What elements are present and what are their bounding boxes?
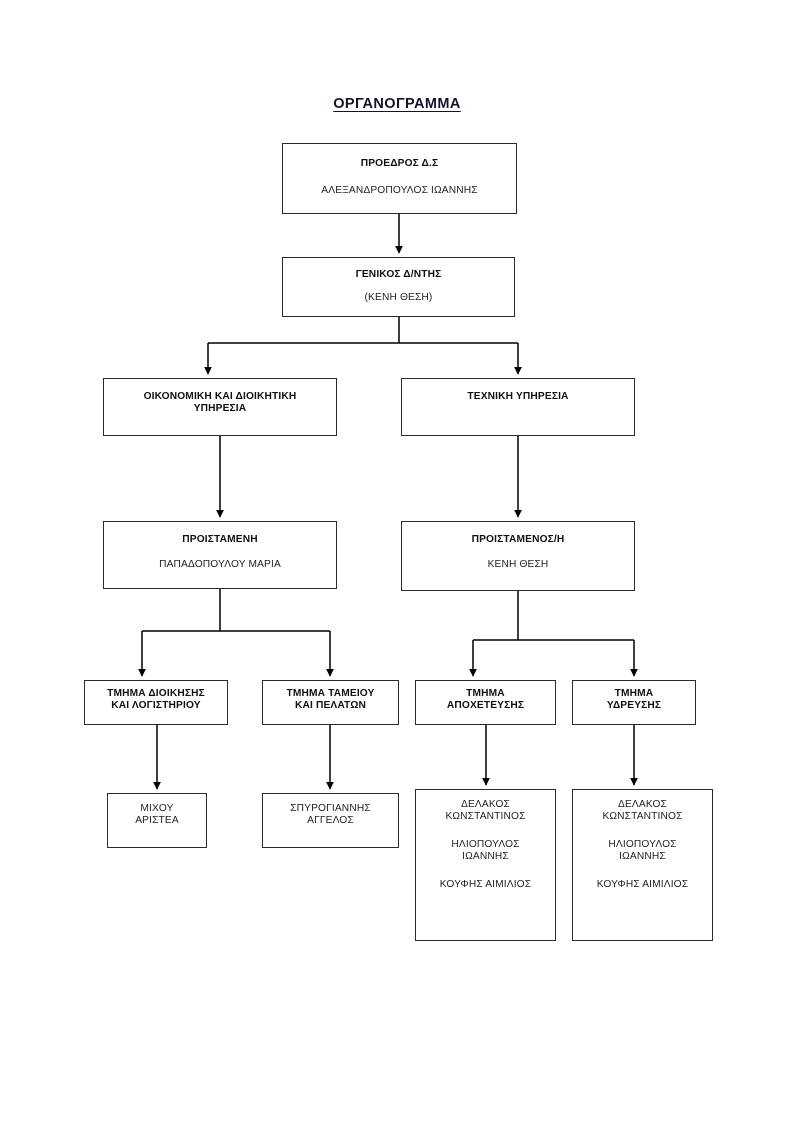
node-head-technical-title: ΠΡΟΙΣΤΑΜΕΝΟΣ/Η: [471, 534, 565, 545]
node-financial-administrative-service[interactable]: ΟΙΚΟΝΟΜΙΚΗ ΚΑΙ ΔΙΟΙΚΗΤΙΚΗ ΥΠΗΡΕΣΙΑ: [103, 378, 337, 436]
node-head-technical-status: ΚΕΝΗ ΘΕΣΗ: [487, 559, 549, 571]
node-dept-treasury-customers[interactable]: ΤΜΗΜΑ ΤΑΜΕΙΟΥ ΚΑΙ ΠΕΛΑΤΩΝ: [262, 680, 399, 725]
node-head-financial-title: ΠΡΟΙΣΤΑΜΕΝΗ: [182, 534, 258, 545]
node-dept-treasury-line1: ΤΜΗΜΑ ΤΑΜΕΙΟΥ: [286, 688, 375, 699]
staff-name-line: ΙΩΑΝΝΗΣ: [619, 851, 666, 863]
node-dept-admin-line2: ΚΑΙ ΛΟΓΙΣΤΗΡΙΟΥ: [111, 700, 201, 712]
staff-name-line: ΗΛΙΟΠΟΥΛΟΣ: [608, 839, 677, 851]
node-general-manager-title: ΓΕΝΙΚΟΣ Δ/ΝΤΗΣ: [355, 269, 442, 280]
page-title: ΟΡΓΑΝΟΓΡΑΜΜΑ: [333, 96, 461, 112]
node-dept-admin-line1: ΤΜΗΜΑ ΔΙΟΙΚΗΣΗΣ: [107, 688, 205, 699]
staff-name-line: ΑΡΙΣΤΕΑ: [135, 815, 179, 827]
node-financial-service-line1: ΟΙΚΟΝΟΜΙΚΗ ΚΑΙ ΔΙΟΙΚΗΤΙΚΗ: [143, 391, 297, 402]
staff-name-line: ΚΩΝΣΤΑΝΤΙΝΟΣ: [602, 811, 683, 823]
node-dept-administration-accounting[interactable]: ΤΜΗΜΑ ΔΙΟΙΚΗΣΗΣ ΚΑΙ ΛΟΓΙΣΤΗΡΙΟΥ: [84, 680, 228, 725]
staff-name-line: ΚΟΥΦΗΣ ΑΙΜΙΛΙΟΣ: [439, 879, 532, 891]
node-dept-water-line1: ΤΜΗΜΑ: [614, 688, 654, 699]
node-dept-water-supply[interactable]: ΤΜΗΜΑ ΥΔΡΕΥΣΗΣ: [572, 680, 696, 725]
node-dept-sewerage[interactable]: ΤΜΗΜΑ ΑΠΟΧΕΤΕΥΣΗΣ: [415, 680, 556, 725]
node-head-financial-name: ΠΑΠΑΔΟΠΟΥΛΟΥ ΜΑΡΙΑ: [159, 559, 281, 571]
node-dept-sewerage-line1: ΤΜΗΜΑ: [466, 688, 505, 699]
node-staff-sewerage[interactable]: ΔΕΛΑΚΟΣ ΚΩΝΣΤΑΝΤΙΝΟΣ ΗΛΙΟΠΟΥΛΟΣ ΙΩΑΝΝΗΣ …: [415, 789, 556, 941]
staff-name-line: ΑΓΓΕΛΟΣ: [307, 815, 354, 827]
node-staff-treasury-customers[interactable]: ΣΠΥΡΟΓΙΑΝΝΗΣ ΑΓΓΕΛΟΣ: [262, 793, 399, 848]
node-staff-water-supply[interactable]: ΔΕΛΑΚΟΣ ΚΩΝΣΤΑΝΤΙΝΟΣ ΗΛΙΟΠΟΥΛΟΣ ΙΩΑΝΝΗΣ …: [572, 789, 713, 941]
staff-name-line: ΜΙΧΟΥ: [140, 803, 174, 814]
node-dept-water-line2: ΥΔΡΕΥΣΗΣ: [606, 700, 662, 712]
node-staff-administration-accounting[interactable]: ΜΙΧΟΥ ΑΡΙΣΤΕΑ: [107, 793, 207, 848]
staff-name-line: ΙΩΑΝΝΗΣ: [462, 851, 509, 863]
node-president-name: ΑΛΕΞΑΝΔΡΟΠΟΥΛΟΣ ΙΩΑΝΝΗΣ: [321, 185, 478, 197]
node-dept-treasury-line2: ΚΑΙ ΠΕΛΑΤΩΝ: [294, 700, 367, 712]
node-technical-service-line1: ΤΕΧΝΙΚΗ ΥΠΗΡΕΣΙΑ: [467, 391, 569, 402]
node-dept-sewerage-line2: ΑΠΟΧΕΤΕΥΣΗΣ: [446, 700, 525, 712]
node-technical-service[interactable]: ΤΕΧΝΙΚΗ ΥΠΗΡΕΣΙΑ: [401, 378, 635, 436]
staff-name-line: ΔΕΛΑΚΟΣ: [461, 799, 510, 810]
node-financial-service-line2: ΥΠΗΡΕΣΙΑ: [193, 403, 247, 415]
node-general-manager[interactable]: ΓΕΝΙΚΟΣ Δ/ΝΤΗΣ (ΚΕΝΗ ΘΕΣΗ): [282, 257, 515, 317]
staff-name-line: ΔΕΛΑΚΟΣ: [618, 799, 667, 810]
staff-name-line: ΣΠΥΡΟΓΙΑΝΝΗΣ: [290, 803, 371, 814]
node-head-technical[interactable]: ΠΡΟΙΣΤΑΜΕΝΟΣ/Η ΚΕΝΗ ΘΕΣΗ: [401, 521, 635, 591]
staff-name-line: ΚΩΝΣΤΑΝΤΙΝΟΣ: [445, 811, 526, 823]
node-president-title: ΠΡΟΕΔΡΟΣ Δ.Σ: [360, 158, 439, 169]
node-president[interactable]: ΠΡΟΕΔΡΟΣ Δ.Σ ΑΛΕΞΑΝΔΡΟΠΟΥΛΟΣ ΙΩΑΝΝΗΣ: [282, 143, 517, 214]
staff-name-line: ΚΟΥΦΗΣ ΑΙΜΙΛΙΟΣ: [596, 879, 689, 891]
staff-name-line: ΗΛΙΟΠΟΥΛΟΣ: [451, 839, 520, 851]
node-head-financial[interactable]: ΠΡΟΙΣΤΑΜΕΝΗ ΠΑΠΑΔΟΠΟΥΛΟΥ ΜΑΡΙΑ: [103, 521, 337, 589]
node-general-manager-status: (ΚΕΝΗ ΘΕΣΗ): [364, 292, 433, 304]
